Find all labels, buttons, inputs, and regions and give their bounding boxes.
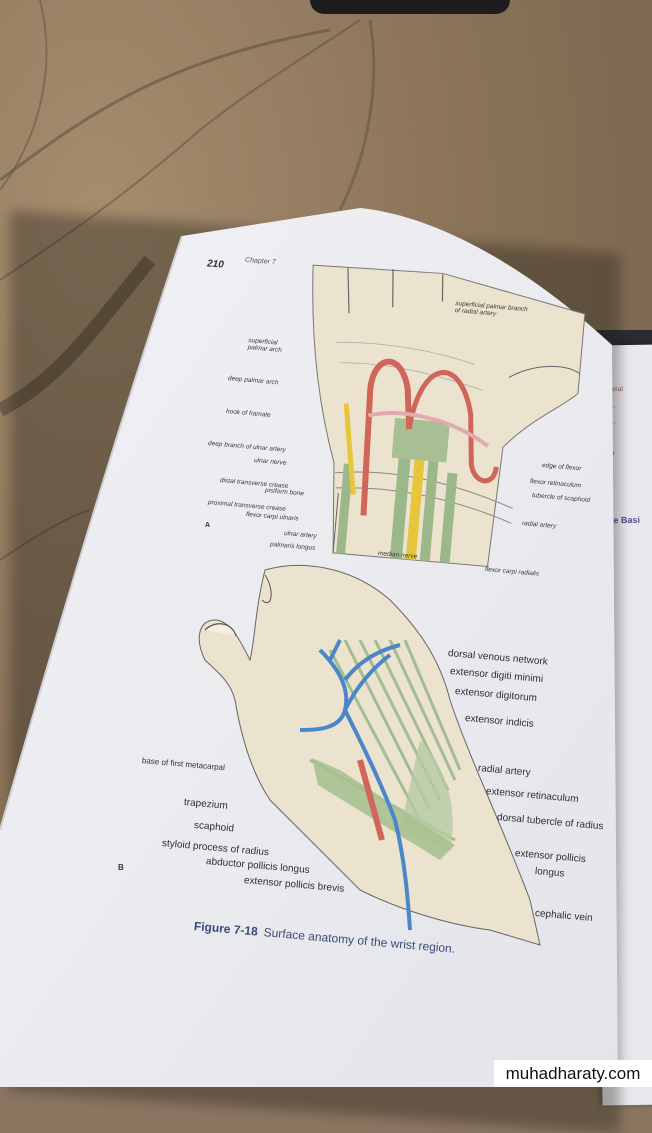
carpet-pattern [0,0,376,561]
panel-b-letter: B [118,863,124,872]
figure-panel-a [312,264,586,567]
phone-edge [310,0,510,14]
watermark: muhadharaty.com [494,1060,652,1087]
figure-number: Figure 7-18 [193,919,259,939]
figure-panel-b [198,565,541,946]
panel-a-letter: A [205,522,211,529]
book-page: 210 Chapter 7 [0,208,618,1087]
